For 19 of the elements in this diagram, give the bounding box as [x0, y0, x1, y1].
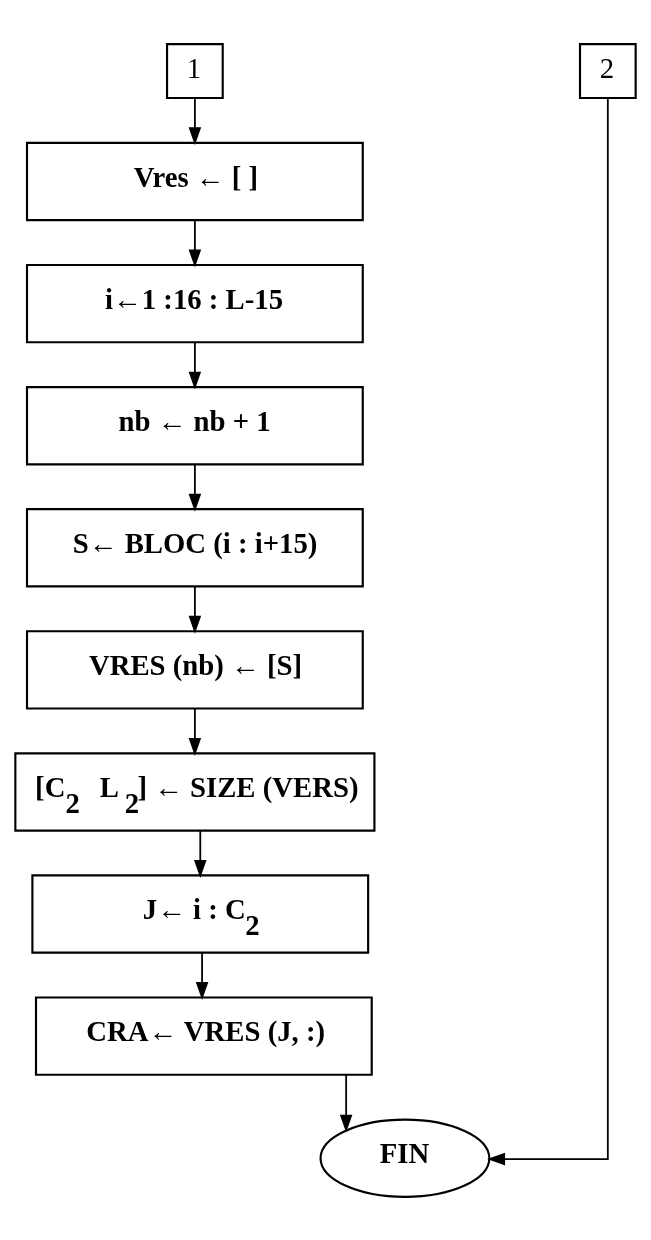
- node-box: VRES (nb) ← [S]: [25, 629, 364, 710]
- arrow: [188, 585, 202, 634]
- arrow: [188, 340, 202, 390]
- node-box: S← BLOC (i : i+15): [25, 507, 364, 587]
- node-ellipse: FIN: [319, 1118, 491, 1198]
- node-box: Vres ← [ ]: [25, 141, 364, 221]
- node-box: 1: [166, 42, 224, 99]
- arrow: [193, 829, 207, 878]
- arrow: [188, 462, 202, 512]
- arrow: [188, 218, 202, 268]
- node-box: i←1 :16 : L-15: [25, 263, 364, 343]
- arrow: [487, 97, 609, 1165]
- node-box: 2: [578, 42, 637, 99]
- node-box: CRA← VRES (J, :): [34, 995, 373, 1076]
- arrow: [188, 707, 202, 756]
- arrow: [339, 1073, 353, 1133]
- node-box: nb ← nb + 1: [25, 385, 364, 465]
- arrow: [188, 97, 202, 145]
- arrow: [195, 951, 209, 1000]
